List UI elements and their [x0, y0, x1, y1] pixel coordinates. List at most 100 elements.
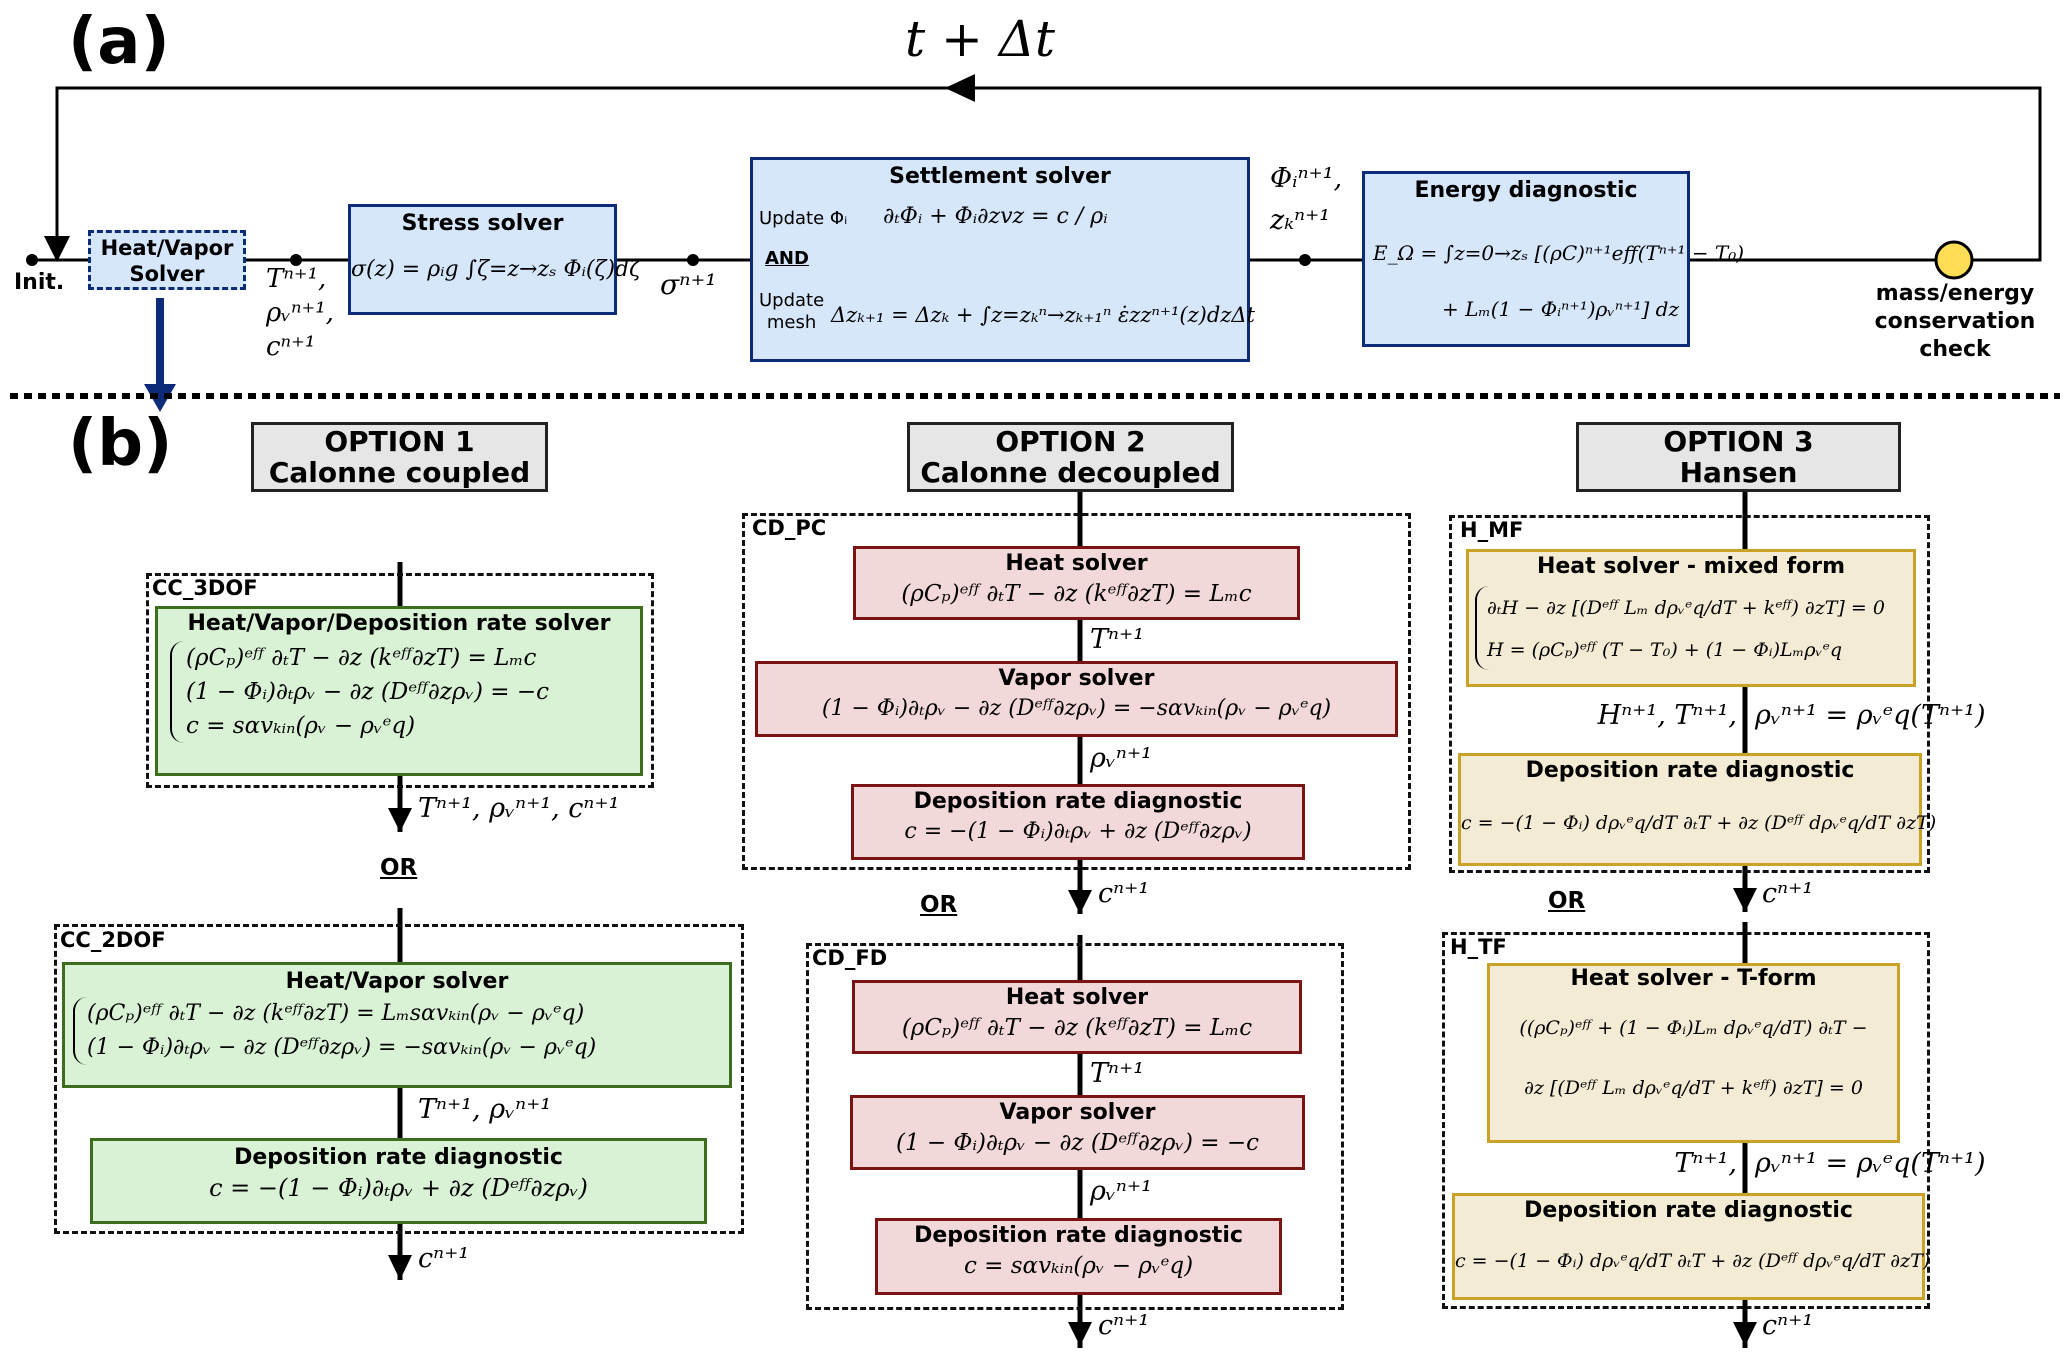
option2-header-line1: OPTION 2 [995, 425, 1146, 458]
panel-a-label: (a) [68, 5, 170, 79]
cc2dof-deposition-eq: c = −(1 − Φᵢ)∂ₜρᵥ + ∂z (Dᵉᶠᶠ∂zρᵥ) [209, 1174, 588, 1202]
cc2dof-eq2: (1 − Φᵢ)∂ₜρᵥ − ∂z (Dᵉᶠᶠ∂zρᵥ) = −sαvₖᵢₙ(ρ… [87, 1035, 597, 1060]
cdfd-heat-box: Heat solver (ρCₚ)ᵉᶠᶠ ∂ₜT − ∂z (kᵉᶠᶠ∂zT) … [852, 980, 1302, 1054]
init-node [26, 254, 38, 266]
update-mesh-label-line2: mesh [766, 312, 817, 333]
cdpc-tag: CD_PC [752, 516, 827, 540]
time-step-label: t + Δt [905, 10, 1055, 68]
option3-or-label: OR [1548, 888, 1586, 914]
update-mesh-label-line1: Update [759, 290, 825, 311]
option1-header: OPTION 1 Calonne coupled [251, 422, 548, 492]
energy-equation-line1: E_Ω = ∫z=0→zₛ [(ρC)ⁿ⁺¹eff(Tⁿ⁺¹ − T₀) [1373, 241, 1745, 265]
cdpc-vapor-eq: (1 − Φᵢ)∂ₜρᵥ − ∂z (Dᵉᶠᶠ∂zρᵥ) = −sαvₖᵢₙ(ρ… [821, 696, 1332, 721]
panel-b-label: (b) [68, 407, 173, 481]
cdfd-intermediate-rho: ρᵥⁿ⁺¹ [1090, 1176, 1152, 1207]
option3-header-line1: OPTION 3 [1663, 425, 1814, 458]
cc2dof-deposition-box: Deposition rate diagnostic c = −(1 − Φᵢ)… [90, 1138, 707, 1224]
cdfd-intermediate-T: Tⁿ⁺¹ [1090, 1058, 1145, 1089]
hmf-heat-eq2: H = (ρCₚ)ᵉᶠᶠ (T − T₀) + (1 − Φᵢ)Lₘρᵥᵉq [1487, 639, 1843, 661]
output-T: Tⁿ⁺¹, [266, 264, 327, 294]
conservation-check-node [1934, 240, 1974, 280]
cc2dof-intermediate: Tⁿ⁺¹, ρᵥⁿ⁺¹ [418, 1094, 552, 1125]
settlement-solver-title: Settlement solver [889, 164, 1111, 189]
option2-or-label: OR [920, 892, 958, 918]
cdfd-heat-eq: (ρCₚ)ᵉᶠᶠ ∂ₜT − ∂z (kᵉᶠᶠ∂zT) = Lₘc [901, 1015, 1253, 1041]
htf-intermediate-left: Tⁿ⁺¹, [1674, 1148, 1737, 1179]
cc3dof-solver-box: Heat/Vapor/Deposition rate solver (ρCₚ)ᵉ… [155, 606, 643, 776]
check-label-line2: conservation [1874, 309, 2036, 334]
init-arrow-icon [44, 236, 70, 262]
cdpc-intermediate-rho: ρᵥⁿ⁺¹ [1090, 743, 1152, 774]
option2-flow [1068, 492, 1092, 1348]
option3-header: OPTION 3 Hansen [1576, 422, 1901, 492]
check-label-line3: check [1919, 337, 1991, 362]
settlement-output-node [1299, 254, 1311, 266]
link-arrow [144, 298, 176, 412]
check-label-line1: mass/energy [1875, 281, 2035, 306]
option1-or-label: OR [380, 855, 418, 881]
option3-header-line2: Hansen [1679, 456, 1798, 489]
cc2dof-deposition-title: Deposition rate diagnostic [234, 1145, 563, 1170]
hmf-deposition-eq: c = −(1 − Φᵢ) dρᵥᵉq/dT ∂ₜT + ∂z (Dᵉᶠᶠ dρ… [1461, 812, 1937, 834]
hmf-intermediate-right: ρᵥⁿ⁺¹ = ρᵥᵉq(Tⁿ⁺¹) [1755, 700, 1986, 731]
htf-intermediate-right: ρᵥⁿ⁺¹ = ρᵥᵉq(Tⁿ⁺¹) [1755, 1148, 1986, 1179]
update-mesh-label: Update mesh [759, 290, 824, 334]
energy-diagnostic-box: Energy diagnostic E_Ω = ∫z=0→zₛ [(ρC)ⁿ⁺¹… [1362, 171, 1744, 347]
cc3dof-tag: CC_3DOF [152, 576, 258, 600]
cc3dof-eq1: (ρCₚ)ᵉᶠᶠ ∂ₜT − ∂z (kᵉᶠᶠ∂zT) = Lₘc [186, 645, 537, 671]
cdpc-intermediate-T: Tⁿ⁺¹ [1090, 624, 1145, 655]
cc3dof-solver-title: Heat/Vapor/Deposition rate solver [187, 611, 611, 636]
settlement-outputs: Φᵢⁿ⁺¹, zₖⁿ⁺¹ [1270, 158, 1342, 242]
stress-output: σⁿ⁺¹ [660, 268, 717, 301]
cdpc-deposition-eq: c = −(1 − Φᵢ)∂ₜρᵥ + ∂z (Dᵉᶠᶠ∂zρᵥ) [904, 819, 1252, 844]
cdpc-group [742, 513, 1411, 870]
loop-arrow-icon [945, 74, 975, 102]
hmf-deposition-box: Deposition rate diagnostic c = −(1 − Φᵢ)… [1458, 753, 1937, 866]
hmf-group [1449, 515, 1930, 873]
hmf-heat-eq1: ∂ₜH − ∂z [(Dᵉᶠᶠ Lₘ dρᵥᵉq/dT + kᵉᶠᶠ) ∂zT]… [1487, 597, 1885, 619]
option2-header-line2: Calonne decoupled [920, 456, 1221, 489]
cc2dof-group [54, 924, 744, 1234]
htf-tag: H_TF [1450, 935, 1507, 959]
cc2dof-output: cⁿ⁺¹ [418, 1243, 470, 1274]
option2-header: OPTION 2 Calonne decoupled [907, 422, 1234, 492]
output-c: cⁿ⁺¹ [266, 332, 316, 362]
energy-diagnostic-title: Energy diagnostic [1414, 178, 1638, 203]
link-arrow-head-icon [144, 384, 176, 412]
hmf-heat-box: Heat solver - mixed form ∂ₜH − ∂z [(Dᵉᶠᶠ… [1466, 549, 1916, 687]
hmf-deposition-title: Deposition rate diagnostic [1525, 758, 1855, 783]
time-loop-line [44, 74, 2042, 262]
heat-vapor-solver-line2: Solver [129, 262, 205, 286]
htf-heat-eq1: ((ρCₚ)ᵉᶠᶠ + (1 − Φᵢ)Lₘ dρᵥᵉq/dT) ∂ₜT − [1519, 1017, 1868, 1039]
htf-group [1442, 932, 1930, 1309]
cdfd-vapor-eq: (1 − Φᵢ)∂ₜρᵥ − ∂z (Dᵉᶠᶠ∂zρᵥ) = −c [896, 1130, 1259, 1156]
cc3dof-eq3: c = sαvₖᵢₙ(ρᵥ − ρᵥᵉq) [186, 713, 416, 739]
update-mesh-equation: Δzₖ₊₁ = Δzₖ + ∫z=zₖⁿ→zₖ₊₁ⁿ ε̇zzⁿ⁺¹(z)dzΔ… [831, 303, 1255, 327]
hmf-heat-title: Heat solver - mixed form [1536, 554, 1846, 579]
cc3dof-group [146, 573, 654, 788]
htf-deposition-box: Deposition rate diagnostic c = −(1 − Φᵢ)… [1452, 1193, 1931, 1300]
stress-solver-box: Stress solver σ(z) = ρᵢg ∫ζ=z→zₛ Φᵢ(ζ)dζ [348, 204, 641, 315]
cc2dof-eq1: (ρCₚ)ᵉᶠᶠ ∂ₜT − ∂z (kᵉᶠᶠ∂zT) = Lₘsαvₖᵢₙ(ρ… [87, 1001, 585, 1026]
cc2dof-tag: CC_2DOF [60, 928, 166, 952]
conservation-check-label: mass/energy conservation check [1866, 280, 2044, 364]
heat-vapor-solver-line1: Heat/Vapor [100, 236, 234, 260]
cdfd-tag: CD_FD [812, 946, 888, 970]
cdfd-output: cⁿ⁺¹ [1098, 1310, 1150, 1341]
settlement-solver-box: Settlement solver Update Φᵢ ∂ₜΦᵢ + Φᵢ∂zv… [750, 157, 1255, 362]
cdpc-output: cⁿ⁺¹ [1098, 878, 1150, 909]
hmf-intermediate-left: Hⁿ⁺¹, Tⁿ⁺¹, [1597, 700, 1737, 731]
option1-header-line1: OPTION 1 [324, 425, 475, 458]
htf-deposition-eq: c = −(1 − Φᵢ) dρᵥᵉq/dT ∂ₜT + ∂z (Dᵉᶠᶠ dρ… [1455, 1250, 1931, 1272]
output-rho-v: ρᵥⁿ⁺¹, [266, 298, 334, 328]
cdfd-deposition-eq: c = sαvₖᵢₙ(ρᵥ − ρᵥᵉq) [963, 1253, 1194, 1279]
update-phi-label: Update Φᵢ [759, 208, 848, 229]
cdfd-vapor-title: Vapor solver [999, 1100, 1156, 1125]
cdpc-deposition-box: Deposition rate diagnostic c = −(1 − Φᵢ)… [851, 784, 1305, 860]
hmf-tag: H_MF [1460, 518, 1524, 542]
htf-output: cⁿ⁺¹ [1762, 1310, 1814, 1341]
output-zk: zₖⁿ⁺¹ [1270, 205, 1331, 236]
cc3dof-output: Tⁿ⁺¹, ρᵥⁿ⁺¹, cⁿ⁺¹ [418, 793, 620, 824]
option3-flow [1733, 492, 1757, 1348]
